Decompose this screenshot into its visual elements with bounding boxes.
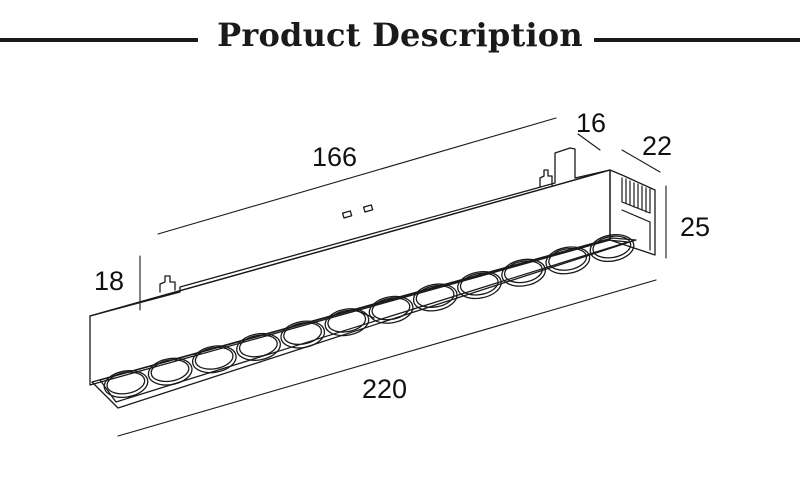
dim-label-end-height: 25 bbox=[680, 212, 710, 242]
lens-inner-ring bbox=[415, 284, 455, 308]
dimension-lines bbox=[117, 117, 667, 437]
lens-inner-ring bbox=[238, 334, 278, 358]
lens-inner-ring bbox=[327, 309, 367, 333]
fixture-front-face bbox=[89, 169, 611, 386]
lens bbox=[324, 308, 370, 337]
section-header: Product Description bbox=[0, 0, 800, 80]
lens bbox=[501, 258, 547, 287]
lens-inner-ring bbox=[592, 235, 632, 259]
header-rule-left bbox=[0, 38, 198, 42]
dim-line-16 bbox=[577, 133, 601, 151]
dim-line-166 bbox=[157, 117, 557, 235]
dim-label-top-length: 166 bbox=[312, 142, 357, 172]
lens bbox=[545, 246, 591, 275]
lens bbox=[368, 295, 414, 324]
header-rule-right bbox=[594, 38, 800, 42]
mounting-clip-front bbox=[159, 275, 176, 293]
dim-line-220 bbox=[117, 279, 657, 437]
connector-slot bbox=[341, 210, 353, 219]
lens-inner-ring bbox=[283, 322, 323, 346]
lens-inner-ring bbox=[504, 260, 543, 284]
lens-inner-ring bbox=[150, 359, 190, 383]
lens bbox=[412, 283, 458, 312]
lens bbox=[280, 320, 326, 349]
lens-array bbox=[103, 233, 635, 399]
lens-inner-ring bbox=[371, 297, 411, 321]
fixture-end-face bbox=[609, 169, 656, 256]
lens-inner-ring bbox=[548, 247, 588, 271]
dim-label-depth: 22 bbox=[642, 131, 672, 161]
lens bbox=[103, 369, 149, 399]
connector-slot bbox=[362, 204, 374, 213]
dim-label-rear-width: 16 bbox=[576, 108, 606, 138]
lens bbox=[236, 332, 281, 361]
lens bbox=[147, 357, 193, 386]
lens bbox=[191, 345, 237, 374]
lens bbox=[457, 271, 502, 300]
lens-inner-ring bbox=[459, 272, 499, 296]
section-title: Product Description bbox=[217, 16, 583, 54]
mounting-clip-rear bbox=[539, 169, 553, 188]
dim-line-22 bbox=[621, 149, 661, 173]
fixture-top-face bbox=[89, 147, 611, 317]
dim-label-front-height: 18 bbox=[94, 266, 124, 296]
lens-inner-ring bbox=[194, 346, 234, 370]
lens bbox=[589, 233, 635, 263]
dim-label-front-length: 220 bbox=[362, 374, 407, 404]
cooling-fins bbox=[621, 177, 651, 251]
lens-inner-ring bbox=[106, 371, 146, 395]
